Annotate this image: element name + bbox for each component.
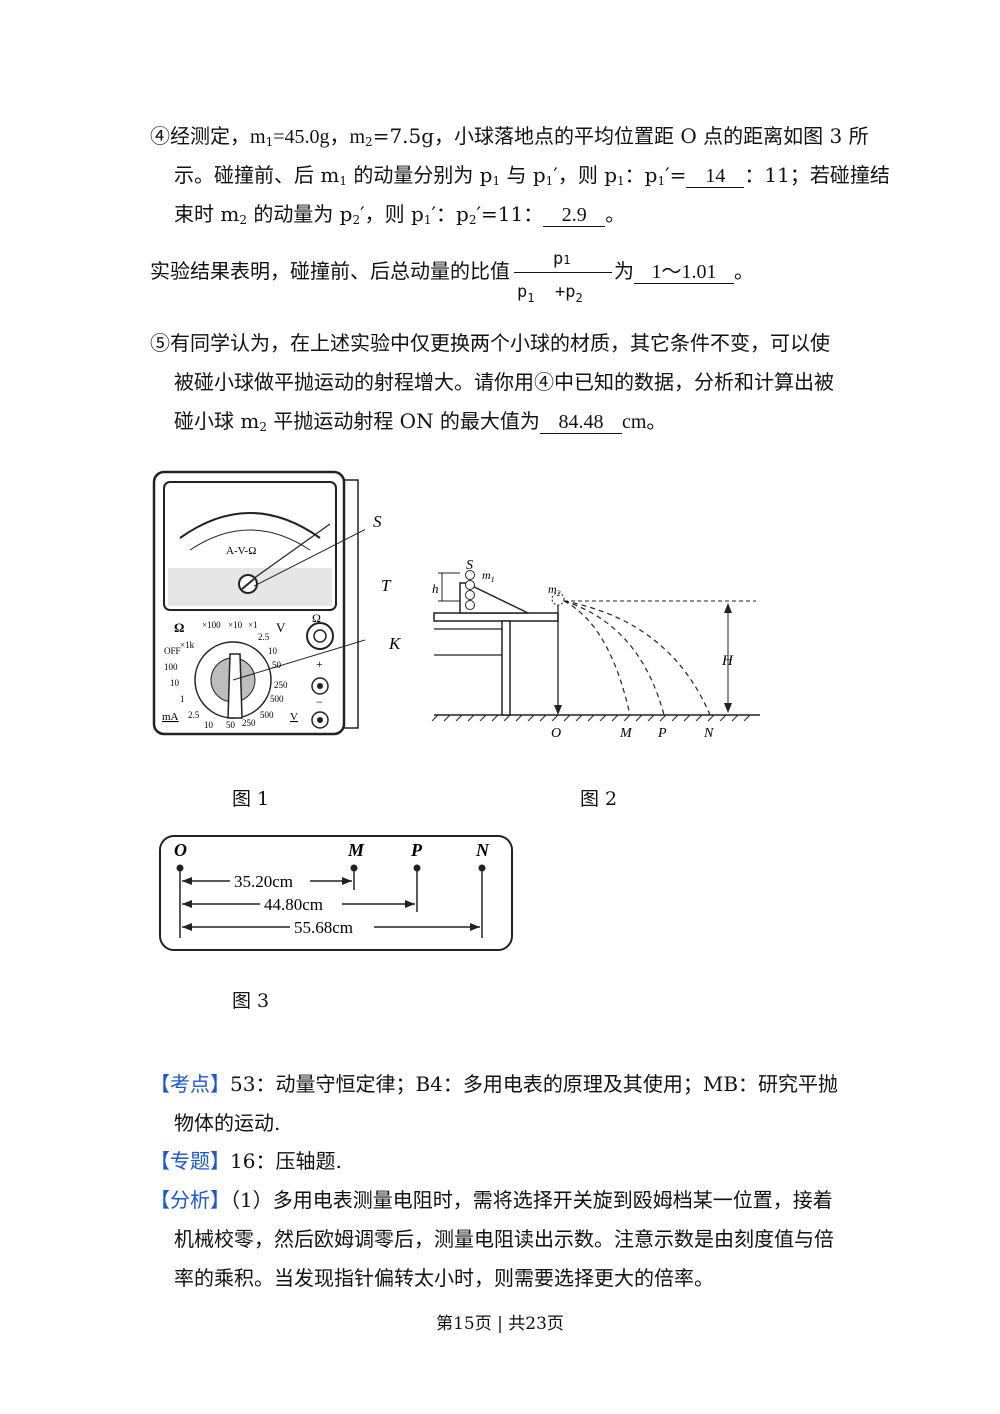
figure-2-apparatus: h S m1 m2 H O M P N: [431, 558, 760, 741]
svg-text:500: 500: [270, 694, 284, 704]
svg-text:+: +: [316, 657, 323, 671]
item4-line1: ④经测定，m1=45.0g，m2=7.5g，小球落地点的平均位置距 O 点的距离…: [150, 124, 869, 149]
svg-text:Ω: Ω: [174, 620, 184, 635]
svg-text:O: O: [174, 840, 187, 860]
fraction-bar: [514, 272, 612, 273]
fenxi-line2: 机械校零，然后欧姆调零后，测量电阻读出示数。注意示数是由刻度值与倍: [174, 1227, 834, 1251]
zhuanti-line: 【专题】16：压轴题.: [150, 1149, 342, 1173]
svg-text:×1: ×1: [248, 620, 258, 630]
svg-text:K: K: [388, 634, 402, 653]
kaodian-line2: 物体的运动.: [174, 1111, 281, 1135]
svg-text:×10: ×10: [228, 620, 243, 630]
fraction-denominator: p1 +p2: [517, 282, 583, 305]
kaodian-line1: 【考点】53：动量守恒定律；B4：多用电表的原理及其使用；MB：研究平抛: [150, 1072, 839, 1096]
figure-2-caption: 图 2: [580, 788, 618, 810]
svg-text:mA: mA: [162, 711, 179, 723]
svg-text:×100: ×100: [202, 620, 221, 630]
item5-line2: 被碰小球做平抛运动的射程增大。请你用④中已知的数据，分析和计算出被: [174, 370, 834, 394]
result-text-a: 实验结果表明，碰撞前、后总动量的比值: [150, 259, 510, 283]
svg-text:55.68cm: 55.68cm: [294, 918, 353, 937]
svg-text:−: −: [316, 695, 323, 709]
svg-text:Ω: Ω: [312, 611, 321, 625]
svg-text:A-V-Ω: A-V-Ω: [226, 545, 256, 557]
svg-text:44.80cm: 44.80cm: [264, 895, 323, 914]
answer-ratio-p2: 2.9: [543, 204, 606, 227]
svg-text:P: P: [657, 726, 667, 741]
svg-text:OFF: OFF: [164, 646, 181, 656]
fenxi-tag: 【分析】: [150, 1188, 230, 1212]
figure-3-caption: 图 3: [232, 990, 270, 1012]
svg-text:35.20cm: 35.20cm: [234, 872, 293, 891]
figure-1-multimeter: A-V-Ω Ω V ×1k ×100 ×10 ×1 2.5 10 50 250 …: [152, 470, 365, 736]
svg-text:250: 250: [274, 680, 288, 690]
svg-text:2.5: 2.5: [258, 632, 270, 642]
svg-text:50: 50: [226, 720, 236, 730]
svg-text:1: 1: [180, 694, 185, 704]
fenxi-line1: 【分析】（1）多用电表测量电阻时，需将选择开关旋到殴姆档某一位置，接着: [150, 1188, 833, 1212]
svg-text:m1: m1: [482, 568, 495, 584]
item4-line2: 示。碰撞前、后 m1 的动量分别为 p1 与 p1′，则 p1：p1′=14：1…: [174, 163, 890, 188]
answer-momentum-ratio: 1～1.01: [634, 261, 734, 284]
svg-text:M: M: [619, 726, 633, 741]
zhuanti-tag: 【专题】: [150, 1149, 230, 1173]
answer-max-range: 84.48: [539, 411, 622, 434]
svg-text:100: 100: [164, 662, 178, 672]
svg-text:10: 10: [268, 646, 278, 656]
svg-text:P: P: [410, 840, 423, 860]
figure-1-caption: 图 1: [232, 788, 270, 810]
svg-text:M: M: [347, 840, 365, 860]
svg-text:10: 10: [170, 678, 180, 688]
svg-text:250: 250: [242, 718, 256, 728]
svg-text:O: O: [551, 726, 561, 741]
svg-text:S: S: [373, 512, 382, 531]
svg-text:T: T: [381, 576, 392, 595]
fenxi-line3: 率的乘积。当发现指针偏转太小时，则需要选择更大的倍率。: [174, 1266, 714, 1290]
svg-text:50: 50: [272, 660, 282, 670]
svg-text:V: V: [290, 711, 298, 723]
svg-text:V: V: [276, 620, 286, 635]
page-footer: 第15页 | 共23页: [436, 1314, 564, 1334]
svg-text:N: N: [475, 840, 490, 860]
svg-text:S: S: [466, 558, 473, 573]
svg-text:h: h: [432, 581, 439, 596]
svg-text:×1k: ×1k: [180, 640, 195, 650]
answer-ratio-p1: 14: [686, 165, 745, 188]
svg-text:500: 500: [260, 710, 274, 720]
item5-line1: ⑤有同学认为，在上述实验中仅更换两个小球的材质，其它条件不变，可以使: [150, 331, 830, 355]
item4-line3: 束时 m2 的动量为 p2′，则 p1′：p2′=11：2.9。: [174, 202, 626, 227]
svg-text:10: 10: [204, 720, 214, 730]
svg-text:N: N: [703, 726, 714, 741]
figure-3-distances: O M P N 35.20cm 44.80cm 55.68cm: [159, 835, 513, 951]
svg-text:2.5: 2.5: [188, 710, 200, 720]
svg-text:H: H: [721, 653, 734, 669]
fraction-numerator: p1: [553, 249, 571, 269]
svg-text:m2: m2: [548, 582, 561, 598]
kaodian-tag: 【考点】: [150, 1072, 230, 1096]
figure-1-labels: S T K: [373, 512, 402, 653]
